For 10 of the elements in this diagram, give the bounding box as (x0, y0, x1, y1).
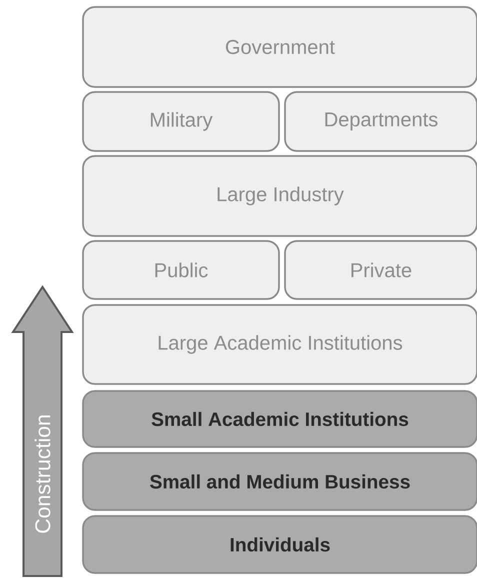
category-box: Large Industry (82, 155, 477, 237)
category-box: Public (82, 240, 280, 300)
category-box: Departments (284, 91, 477, 152)
category-box: Military (82, 91, 280, 152)
category-box: Large Academic Institutions (82, 304, 477, 385)
category-box: Small Academic Institutions (82, 390, 477, 448)
category-box: Individuals (82, 515, 477, 574)
category-box: Government (82, 6, 477, 88)
category-box: Private (284, 240, 477, 300)
category-box: Small and Medium Business (82, 452, 477, 511)
